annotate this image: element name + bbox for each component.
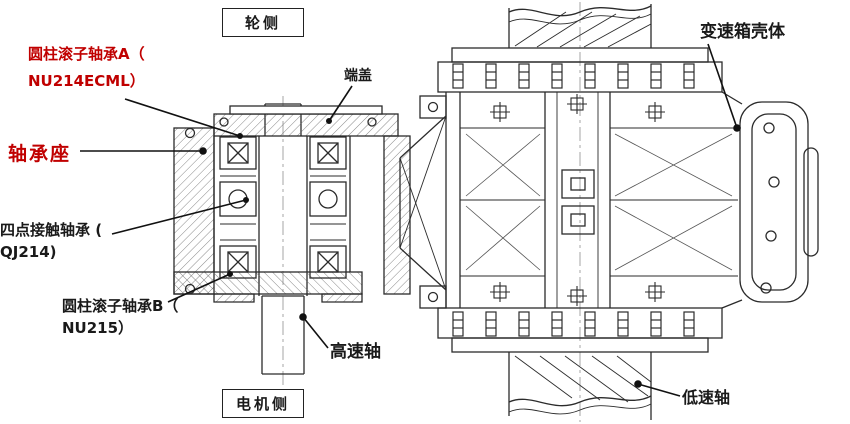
gearbox-body [399,47,819,353]
end-cover-label: 端盖 [344,68,372,84]
four-point-bearing-label: 四点接触轴承 ( QJ214) [0,221,103,261]
high-speed-assembly [173,103,411,375]
high-speed-shaft-label: 高速轴 [330,342,381,362]
motor-side-box: 电机侧 [222,389,304,418]
bearing-b-label: 圆柱滚子轴承B（ NU215） [62,297,179,337]
centerlines [282,2,581,422]
wheel-side-label: 轮侧 [244,14,281,32]
low-speed-shaft-bottom [508,352,652,420]
bearing-a-label: 圆柱滚子轴承A（ NU214ECML） [28,45,145,90]
motor-side-label: 电机侧 [235,395,290,413]
wheel-side-box: 轮侧 [222,8,304,37]
bearing-seat-label: 轴承座 [8,143,72,165]
low-speed-shaft-top [508,4,652,48]
leader-dots [199,118,741,388]
leader-lines [80,43,738,397]
low-speed-shaft-label: 低速轴 [682,388,731,407]
gearbox-housing-label: 变速箱壳体 [700,22,785,42]
